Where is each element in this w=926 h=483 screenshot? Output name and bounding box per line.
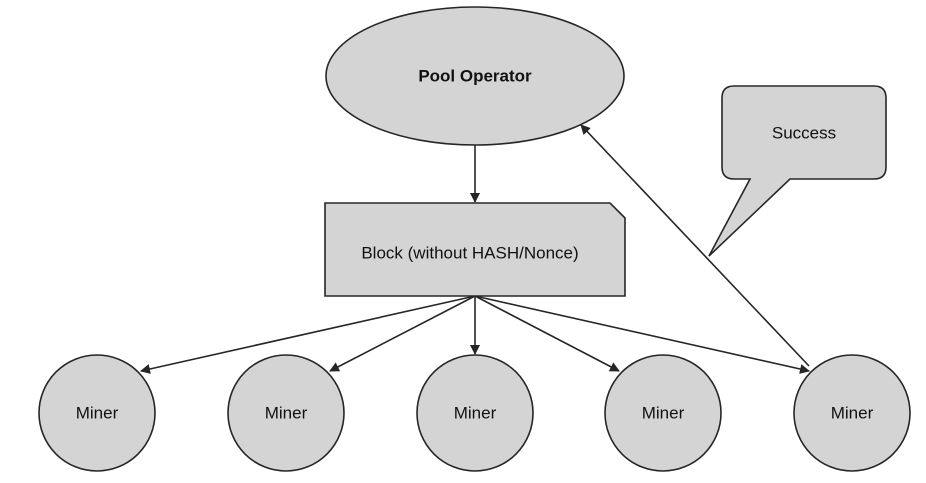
arrow-block-to-miner-5 xyxy=(474,295,810,374)
block-label: Block (without HASH/Nonce) xyxy=(361,244,578,263)
success-label: Success xyxy=(772,124,836,143)
arrow-block-to-miner-2 xyxy=(329,295,476,372)
block-node: Block (without HASH/Nonce) xyxy=(324,202,626,297)
miner-node: Miner xyxy=(227,354,345,472)
miner-node: Miner xyxy=(604,354,722,472)
miner-label: Miner xyxy=(642,404,685,423)
miner-node: Miner xyxy=(416,354,534,472)
arrow-block-to-miner-4 xyxy=(474,295,620,372)
miner-label: Miner xyxy=(76,404,119,423)
success-callout: Success xyxy=(708,85,887,257)
miner-label: Miner xyxy=(454,404,497,423)
pool-operator-label: Pool Operator xyxy=(418,67,532,86)
miner-node: Miner xyxy=(793,354,911,472)
miner-label: Miner xyxy=(831,404,874,423)
arrow-miner-5-to-operator xyxy=(580,124,810,367)
arrow-block-to-miner-1 xyxy=(140,295,476,374)
miner-label: Miner xyxy=(265,404,308,423)
miner-node: Miner xyxy=(38,354,156,472)
pool-operator-node: Pool Operator xyxy=(325,6,625,146)
